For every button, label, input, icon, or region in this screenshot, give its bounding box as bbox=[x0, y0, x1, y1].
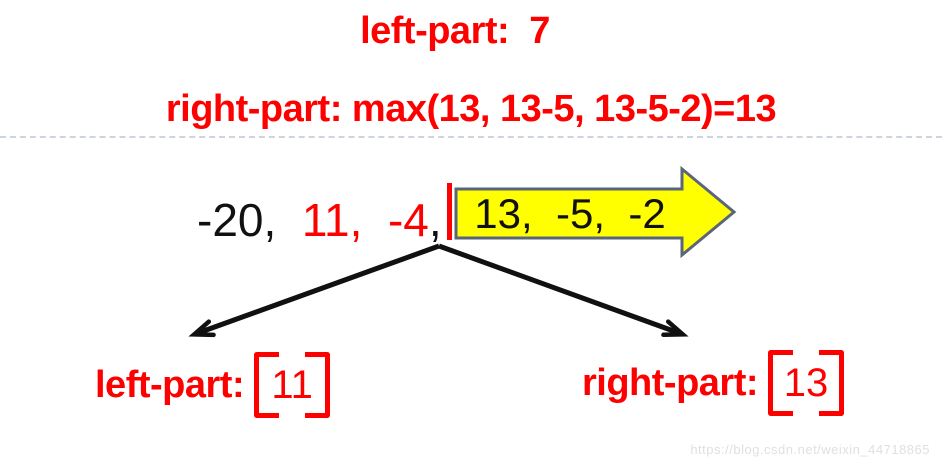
result-right-label: right-part: bbox=[582, 361, 759, 404]
right-bracket-box: 13 bbox=[768, 350, 845, 416]
left-bracket-box: 11 bbox=[254, 352, 331, 418]
result-left-label: left-part: bbox=[95, 363, 245, 406]
result-left: left-part: 11 bbox=[95, 352, 331, 418]
array-sequence: -20, 11, -4, bbox=[197, 197, 442, 243]
value-neg-20: -20 bbox=[197, 194, 264, 246]
result-left-value: 11 bbox=[271, 363, 313, 407]
value-neg-4: -4 bbox=[387, 194, 429, 246]
dashed-divider bbox=[0, 136, 942, 138]
split-cursor-bar bbox=[447, 183, 452, 240]
watermark: https://blog.csdn.net/weixin_44718865 bbox=[690, 442, 930, 457]
value-11: 11 bbox=[301, 194, 350, 246]
title-right-part-formula: right-part: max(13, 13-5, 13-5-2)=13 bbox=[165, 88, 777, 130]
right-fork-arrow bbox=[438, 243, 689, 338]
result-right-value: 13 bbox=[783, 361, 829, 405]
comma-after-neg-4: , bbox=[428, 194, 442, 246]
right-subarray-values: 13, -5, -2 bbox=[474, 189, 666, 237]
comma-after-11: , bbox=[349, 194, 388, 246]
comma-after-neg-20: , bbox=[263, 194, 302, 246]
title-left-part-result: left-part: 7 bbox=[360, 10, 550, 52]
result-right: right-part: 13 bbox=[582, 350, 845, 416]
left-fork-arrow bbox=[188, 243, 440, 338]
